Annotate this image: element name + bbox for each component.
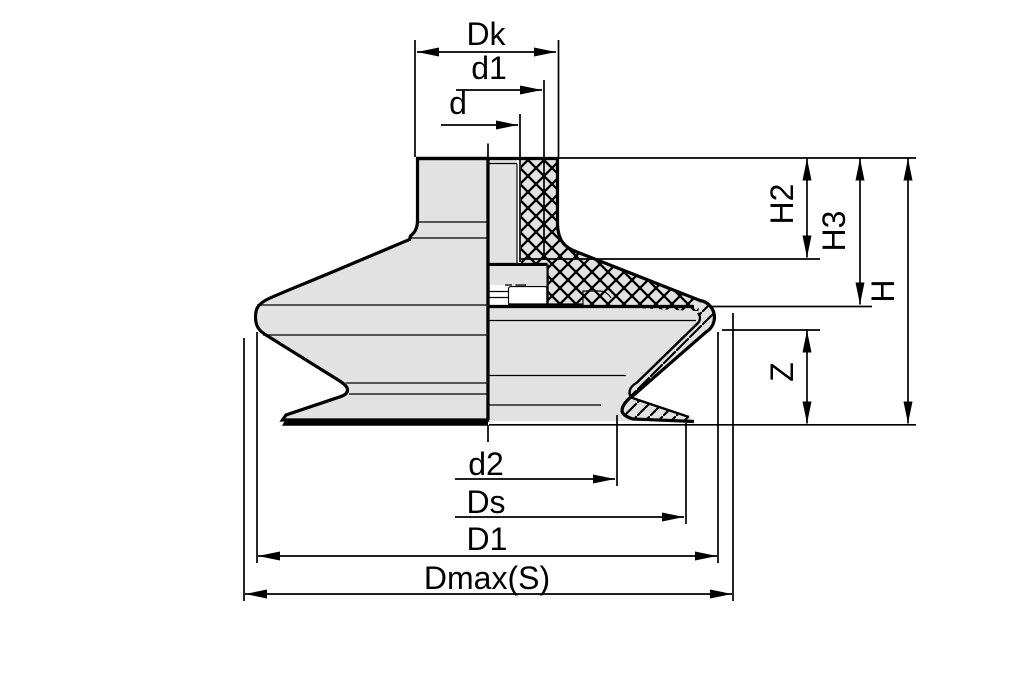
dim-z: Z: [722, 329, 820, 424]
dim-h2: H2: [521, 158, 820, 260]
cup-bottom-lip: [282, 419, 488, 426]
dim-label-h3: H3: [816, 211, 852, 252]
dim-label-dmax: Dmax(S): [424, 560, 550, 596]
cup-left-profile: [253, 156, 490, 426]
dim-ds: Ds: [455, 423, 687, 524]
dim-d1: d1: [456, 50, 545, 260]
dim-label-h: H: [865, 279, 901, 302]
dim-d2: d2: [455, 415, 618, 486]
dim-label-dk: Dk: [466, 16, 506, 52]
dim-dk: Dk: [414, 16, 560, 157]
dim-label-ds: Ds: [466, 484, 505, 520]
dim-label-d2: d2: [468, 446, 504, 482]
dim-h: H: [865, 158, 913, 424]
dim-dmax: Dmax(S): [243, 313, 734, 601]
dim-D1: D1: [256, 332, 719, 563]
dim-label-D1: D1: [467, 521, 508, 557]
cup-section-right: [489, 158, 716, 424]
dim-label-d1: d1: [471, 50, 507, 86]
dim-label-h2: H2: [764, 184, 800, 225]
dim-label-d: d: [449, 85, 467, 121]
dim-d: d: [441, 85, 521, 262]
dim-h3: H3: [710, 158, 872, 308]
cup-left-outline: [253, 156, 490, 422]
dim-label-z: Z: [764, 362, 800, 382]
